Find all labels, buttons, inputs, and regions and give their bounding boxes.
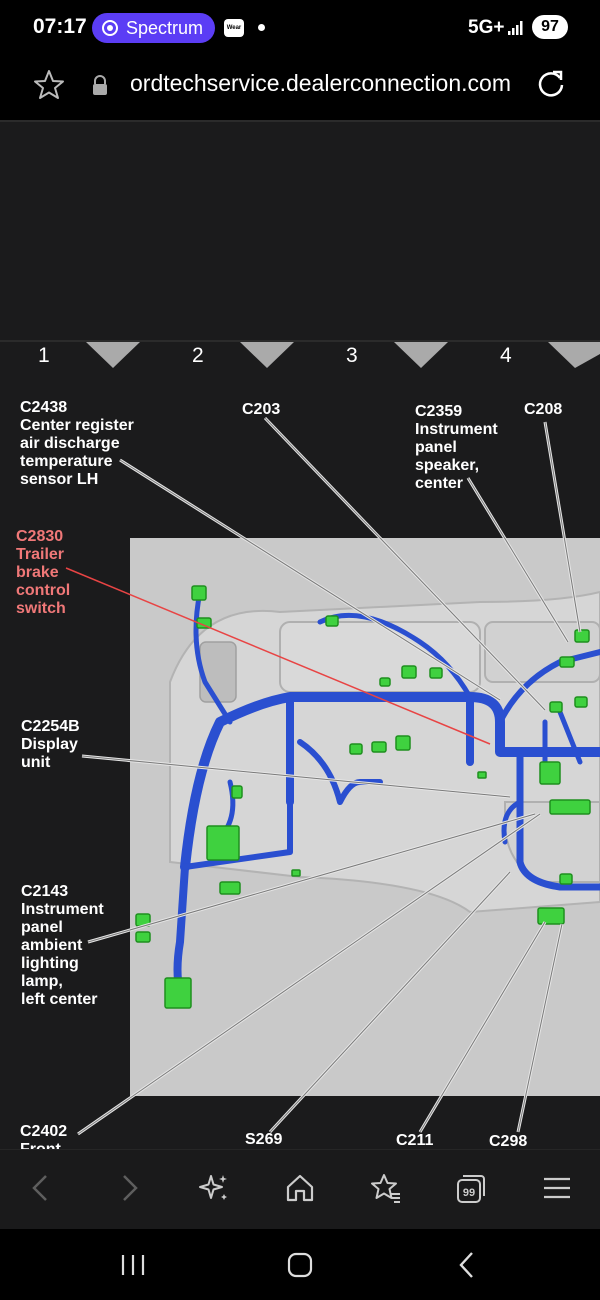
home-nav-icon[interactable] (284, 1249, 316, 1281)
wiring-diagram[interactable] (0, 122, 600, 1149)
browser-toolbar: 99 (0, 1149, 600, 1230)
column-marker (548, 342, 600, 368)
tabs-icon[interactable]: 99 (455, 1172, 487, 1204)
back-icon[interactable] (26, 1172, 58, 1204)
label-c298[interactable]: C298 (489, 1133, 528, 1149)
network-indicator: 5G+ (468, 17, 505, 38)
label-c203[interactable]: C203 (242, 401, 281, 418)
wiring-harness (173, 589, 600, 996)
back-nav-icon[interactable] (452, 1249, 484, 1281)
column-marker (86, 342, 140, 368)
column-number: 3 (346, 344, 358, 367)
label-c2143[interactable]: C2143 Instrument panel ambient lighting … (21, 883, 104, 1008)
label-c211[interactable]: C211 (396, 1132, 434, 1149)
label-c2830[interactable]: C2830 Trailer brake control switch (16, 528, 71, 617)
label-c2438[interactable]: C2438 Center register air discharge temp… (20, 399, 134, 488)
dot-icon (258, 24, 265, 31)
menu-icon[interactable] (541, 1172, 573, 1204)
status-bar: 07:17 Spectrum Wear 5G+ 97 (0, 0, 600, 56)
battery-indicator: 97 (532, 15, 568, 39)
spectrum-pill[interactable]: Spectrum (92, 13, 215, 43)
label-c2359[interactable]: C2359 Instrument panel speaker, center (415, 403, 498, 492)
column-number: 4 (500, 344, 512, 367)
label-c208[interactable]: C208 (524, 401, 563, 418)
bookmarks-icon[interactable] (370, 1172, 402, 1204)
column-number: 1 (38, 344, 50, 367)
star-icon[interactable] (32, 68, 66, 102)
signal-icon (508, 21, 523, 35)
address-bar: ordtechservice.dealerconnection.com (0, 56, 600, 122)
reload-icon[interactable] (534, 68, 568, 102)
recents-icon[interactable] (117, 1249, 149, 1281)
highlight-leader-line (65, 567, 491, 745)
url-text[interactable]: ordtechservice.dealerconnection.com (130, 70, 511, 96)
spectrum-icon (102, 20, 118, 36)
wear-icon: Wear (224, 19, 244, 37)
label-c2254b[interactable]: C2254B Display unit (21, 718, 80, 771)
connectors (135, 585, 591, 1009)
system-navigation-bar (0, 1229, 600, 1300)
column-marker (240, 342, 294, 368)
sparkle-icon[interactable] (198, 1172, 230, 1204)
label-c2402[interactable]: C2402 Front (20, 1123, 68, 1149)
status-time: 07:17 (33, 15, 87, 38)
spectrum-label: Spectrum (126, 18, 204, 38)
column-number: 2 (192, 344, 204, 367)
forward-icon[interactable] (112, 1172, 144, 1204)
column-marker (394, 342, 448, 368)
home-icon[interactable] (284, 1172, 316, 1204)
label-s269[interactable]: S269 (245, 1131, 283, 1148)
lock-icon (93, 75, 107, 95)
tab-count: 99 (463, 1187, 475, 1199)
wiring-diagram-page[interactable]: 1 2 3 4 C2438 Center register air discha… (0, 122, 600, 1149)
